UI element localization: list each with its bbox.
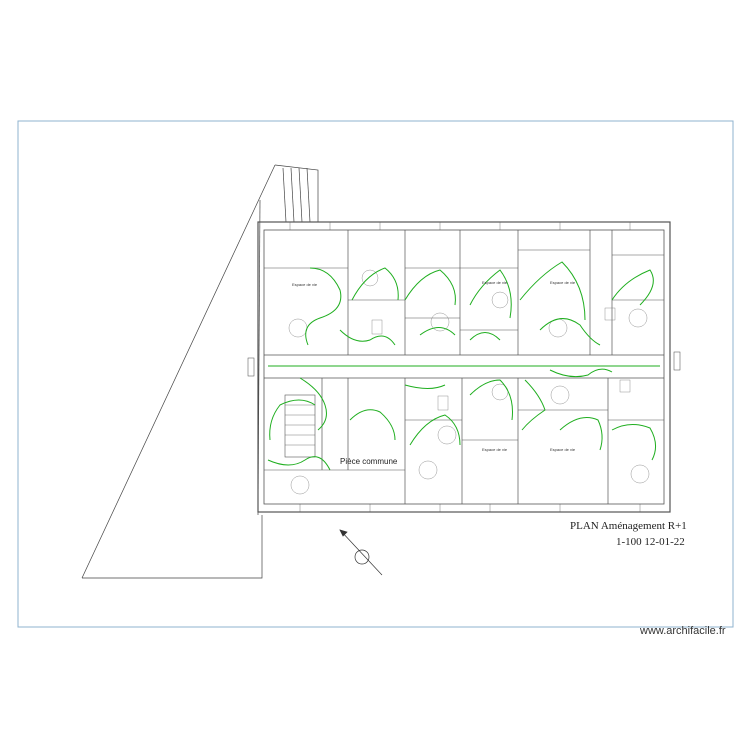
- watermark-text: www.archifacile.fr: [640, 625, 726, 637]
- circulation-paths: [267, 261, 660, 471]
- building-walls: [257, 221, 671, 513]
- room-label-living-4: Espace de vie: [482, 447, 508, 452]
- room-label-common: Pièce commune: [340, 457, 398, 466]
- room-label-living-1: Espace de vie: [292, 282, 318, 287]
- site-boundary: [81, 164, 319, 579]
- north-arrow-icon: [339, 529, 383, 576]
- room-label-living-3: Espace de vie: [550, 280, 576, 285]
- plan-scale-date: 1-100 12-01-22: [616, 536, 685, 548]
- room-label-living-2: Espace de vie: [482, 280, 508, 285]
- side-markers: [247, 351, 681, 377]
- drawing-frame: [17, 120, 734, 628]
- room-label-living-5: Espace de vie: [550, 447, 576, 452]
- plan-title: PLAN Aménagement R+1: [570, 520, 687, 532]
